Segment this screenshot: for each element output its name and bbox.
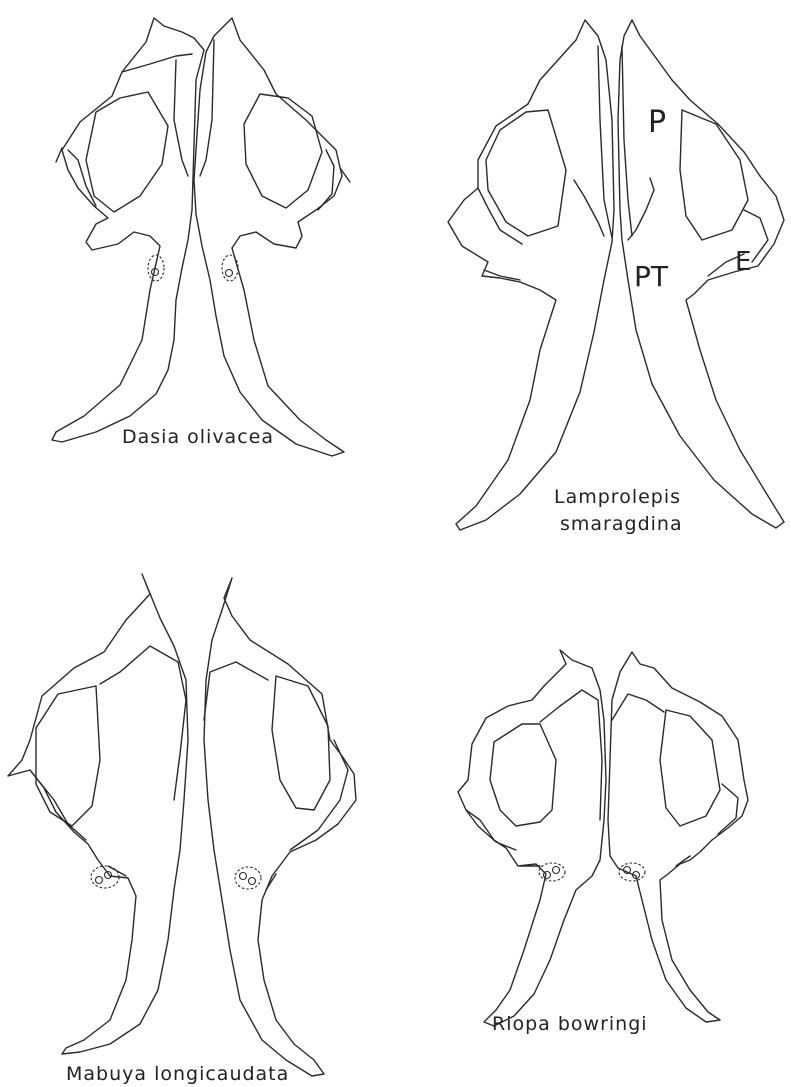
- dasia-label: Dasia olivacea: [122, 426, 274, 448]
- riopa-right-outline: [608, 652, 748, 1022]
- dasia-right-parietal: [244, 94, 322, 208]
- dasia-right-outline: [194, 18, 344, 456]
- panel-riopa-bowringi: Riopa bowringi: [458, 650, 748, 1035]
- lamprolepis-left-notch: [574, 180, 604, 236]
- riopa-right-suture: [612, 694, 664, 720]
- mabuya-left-ectopterygoid: [30, 770, 126, 876]
- mabuya-right-fenestra-b: [249, 878, 256, 885]
- dasia-right-ectopterygoid: [318, 150, 350, 210]
- lamprolepis-right-suture: [622, 46, 632, 236]
- riopa-left-fenestra-a: [544, 872, 551, 879]
- part-label-pterygoid: PT: [634, 260, 669, 293]
- dasia-right-fenestra: [226, 270, 233, 277]
- mabuya-left-parietal: [36, 686, 100, 826]
- dasia-right-suture: [200, 40, 214, 176]
- mabuya-left-suture: [100, 646, 186, 800]
- lamprolepis-label-line2: smaragdina: [560, 513, 683, 535]
- mabuya-left-outline: [8, 574, 188, 1054]
- lamprolepis-label-line1: Lamprolepis: [554, 486, 681, 508]
- lamprolepis-left-parietal: [486, 110, 566, 236]
- dasia-left-frontal: [122, 54, 192, 72]
- lamprolepis-left-suture: [598, 46, 612, 238]
- mabuya-left-fenestra-a: [96, 877, 103, 884]
- riopa-left-outline: [458, 650, 606, 1026]
- lamprolepis-left-outline: [448, 20, 614, 530]
- riopa-left-parietal: [490, 724, 556, 826]
- lamprolepis-right-parietal: [680, 110, 748, 240]
- part-label-ectopterygoid: E: [735, 247, 751, 277]
- riopa-left-fenestra-b: [553, 867, 560, 874]
- riopa-label: Riopa bowringi: [492, 1013, 648, 1035]
- dasia-left-suture: [174, 60, 188, 176]
- mabuya-right-outline: [204, 578, 356, 1076]
- lamprolepis-left-ectopterygoid: [478, 188, 522, 280]
- dasia-left-fenestra-outer: [148, 255, 164, 281]
- riopa-left-fenestra-outer: [539, 863, 565, 881]
- mabuya-right-parietal: [272, 676, 330, 810]
- dasia-left-parietal: [86, 92, 168, 212]
- panel-lamprolepis-smaragdina: P PT E Lamprolepis smaragdina: [448, 20, 784, 535]
- riopa-right-ectopterygoid: [676, 784, 738, 866]
- mabuya-right-suture: [204, 662, 268, 720]
- mabuya-right-fenestra-outer: [235, 867, 261, 889]
- riopa-right-fenestra-outer: [619, 863, 645, 881]
- mabuya-right-fenestra-a: [240, 873, 247, 880]
- panel-mabuya-longicaudata: Mabuya longicaudata: [8, 574, 356, 1085]
- panel-dasia-olivacea: Dasia olivacea: [52, 18, 350, 456]
- riopa-right-parietal: [660, 710, 720, 826]
- riopa-left-suture: [540, 690, 602, 820]
- dasia-left-outline: [52, 18, 204, 442]
- mabuya-label: Mabuya longicaudata: [66, 1063, 289, 1085]
- part-label-parietal: P: [648, 105, 666, 140]
